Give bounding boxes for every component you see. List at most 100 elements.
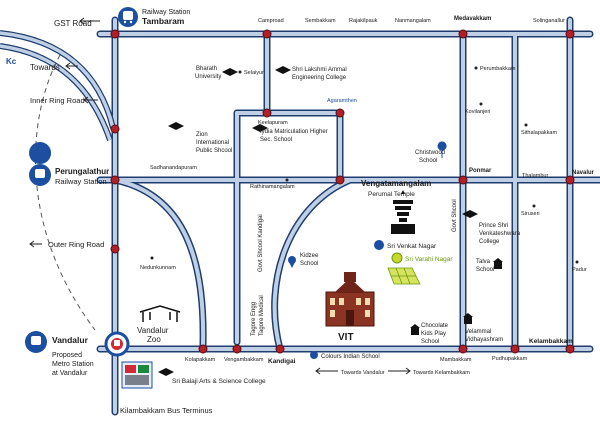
institution-talva[interactable]: Talva School (476, 258, 503, 273)
station-vandalur[interactable]: Vandalur Proposed Metro Station at Vanda… (25, 331, 94, 377)
junction-dot (110, 124, 120, 134)
road-label-gst: GST Road (54, 19, 92, 28)
institution-label: Venkateshwara (479, 231, 521, 237)
institution-label: Sec. School (260, 137, 292, 143)
marker-sri-varahi-nagar[interactable]: Sri Varahi Nagar (387, 252, 453, 285)
station-label: Perungalathur (55, 167, 109, 176)
road-arrows (29, 17, 411, 375)
institution-velammal[interactable]: Velammal Vidhayashram (463, 313, 503, 343)
junction-dot (110, 244, 120, 254)
place-medavakkam: Medavakkam (454, 16, 491, 22)
place-rajakilpauk: Rajakilpauk (349, 18, 378, 24)
graduation-cap-icon (158, 368, 174, 376)
place-rathinamangalam: Rathinamangalam (250, 184, 295, 190)
vit-campus[interactable]: VIT (325, 272, 375, 343)
road-label-inner-ring: Inner Ring Road (30, 96, 85, 105)
marker-sri-venkat-nagar[interactable]: Sri Venkat Nagar (374, 240, 437, 250)
institution-colours[interactable]: Colours Indian School (310, 351, 380, 360)
bus-terminus[interactable]: Kilambakkam Bus Terminus (120, 361, 213, 415)
junction-dot (565, 29, 575, 39)
institution-iydia[interactable]: Iydia Matriculation Higher Sec. School (252, 124, 328, 143)
graduation-cap-icon (462, 210, 478, 218)
station-perungalathur[interactable]: Perungalathur Railway Station (29, 142, 109, 186)
graduation-cap-icon (222, 68, 238, 76)
junction-dot (510, 344, 520, 354)
institution-label: School (421, 339, 439, 345)
institution-label: School (419, 158, 437, 164)
institution-label: Sri Balaji Arts & Science College (172, 378, 266, 385)
map-pin-icon (437, 141, 447, 158)
institution-zion[interactable]: Zion International Public Shcool (168, 122, 232, 154)
graduation-cap-icon (275, 66, 291, 74)
train-station-icon (29, 142, 52, 164)
map-pin-icon (391, 252, 403, 264)
graduation-cap-icon (252, 124, 268, 132)
place-sembakkam: Sembakkam (305, 18, 336, 24)
institution-bharath[interactable]: Bharath University (195, 66, 238, 80)
map-pin-icon (310, 351, 318, 359)
institution-label: School (476, 267, 494, 273)
place-camproad: Camproad (258, 18, 284, 24)
junctions (110, 29, 575, 354)
place-navalur: Navalur (572, 170, 595, 176)
institution-kidzee[interactable]: Kidzee School (288, 253, 319, 268)
institution-label: Engineering College (292, 75, 347, 81)
junction-dot (110, 175, 120, 185)
junction-dot (262, 108, 272, 118)
institution-prince-venkateshwara[interactable]: Prince Shri Venkateshwara College (462, 210, 521, 245)
institution-label: Prince Shri (479, 223, 508, 229)
vit-building-icon (325, 272, 375, 327)
institution-christwood[interactable]: Christwood School (415, 141, 447, 164)
place-sadhanandapuram: Sadhanandapuram (150, 165, 197, 171)
institution-label: University (195, 74, 221, 80)
station-label: Metro Station (52, 361, 94, 368)
junction-dot (275, 344, 285, 354)
junction-dot (458, 29, 468, 39)
school-building-icon (493, 258, 503, 269)
institution-label: Shri Lakshmi Ammal (292, 67, 347, 73)
place-vengambakkam: Vengambakkam (224, 357, 264, 363)
marker-label: Sri Varahi Nagar (405, 256, 453, 263)
graduation-cap-icon (168, 122, 184, 130)
institution-label: Christwood (415, 150, 445, 156)
school-building-icon (410, 324, 420, 335)
place-siruseri: Siruseri (521, 211, 540, 217)
institution-lakshmi-ammal[interactable]: Shri Lakshmi Ammal Engineering College (275, 66, 347, 81)
institution-label: Vidhayashram (465, 337, 503, 343)
station-label: Proposed (52, 352, 82, 359)
place-label: Kilambakkam Bus Terminus (120, 406, 213, 415)
institution-label: Bharath (196, 66, 217, 72)
institution-label: Velammal (465, 329, 491, 335)
institution-balaji-college[interactable]: Sri Balaji Arts & Science College (158, 368, 266, 385)
station-tambaram[interactable]: Railway Station Tambaram (118, 7, 190, 27)
institution-label: Chocolate (421, 323, 449, 329)
place-labels: Perumbakkam Selaiyur Kovilanjeri Agaramt… (140, 66, 595, 365)
road-network (0, 16, 600, 416)
place-keelapuram: Keelapuram (258, 120, 288, 126)
vandalur-zoo[interactable]: Vandalur Zoo (137, 305, 181, 344)
station-label: at Vandalur (52, 370, 88, 377)
temple-landmark[interactable]: Vengatamangalam Perumal Temple (361, 179, 431, 234)
station-label: Railway Station (142, 9, 190, 16)
station-label: Tambaram (142, 16, 185, 26)
place-ponmar: Ponmar (469, 168, 492, 174)
place-vengatamangalam: Vengatamangalam (361, 179, 431, 188)
marker-label: Sri Venkat Nagar (387, 243, 437, 250)
institution-label: School (300, 261, 318, 267)
place-sithalapakkam: Sithalapakkam (521, 130, 557, 136)
vit-label: VIT (338, 332, 354, 343)
place-solinganallur: Solinganallur (533, 18, 565, 24)
station-label: Vandalur (52, 335, 89, 345)
metro-station-icon[interactable] (104, 331, 130, 357)
institution-label: Talva (476, 259, 491, 265)
institution-label: Kidzee (300, 253, 319, 259)
temple-label: Perumal Temple (368, 191, 415, 198)
institution-label: Iydia Matriculation Higher (260, 129, 328, 135)
place-kelambakkam: Kelambakkam (529, 338, 573, 345)
junction-dot (110, 29, 120, 39)
road-label-outer-ring: Outer Ring Road (48, 240, 104, 249)
institution-chocolate-kids[interactable]: Chocolate Kids Play School (410, 323, 449, 345)
institution-label: Zion (196, 132, 208, 138)
